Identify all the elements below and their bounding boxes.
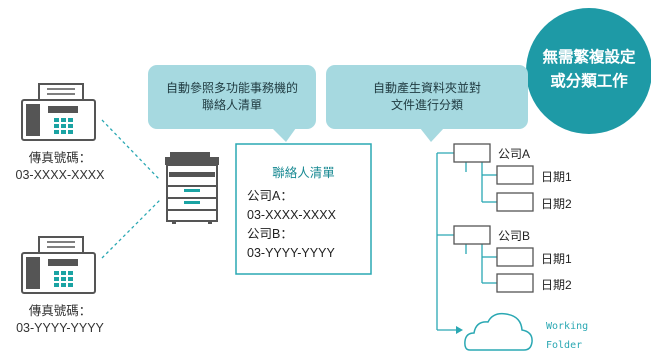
fax-machine-icon <box>21 83 96 141</box>
folder-icon <box>496 247 534 267</box>
folder-icon <box>453 143 491 163</box>
highlight-circle <box>526 8 651 134</box>
folder-icon <box>453 225 491 245</box>
fax-bottom-number: 03-YYYY-YYYY <box>16 321 104 335</box>
bubble-left-line1: 自動參照多功能事務機的 <box>165 81 298 95</box>
circle-line2: 或分類工作 <box>550 73 628 90</box>
folder-tree <box>436 152 497 331</box>
bubble-left-text: 自動參照多功能事務機的 聯絡人清單 <box>148 80 316 114</box>
contact-company-a: 公司A： <box>247 189 293 203</box>
contact-company-b: 公司B： <box>247 227 293 241</box>
bubble-right-line1: 自動產生資料夾並對 <box>372 81 481 95</box>
circle-line1: 無需繁複設定 <box>542 49 636 66</box>
cloud-label: Working Folder <box>546 317 588 355</box>
bubble-right <box>326 65 528 142</box>
folder-icon <box>496 273 534 293</box>
contact-card-body: 公司A： 03-XXXX-XXXX 公司B： 03-YYYY-YYYY <box>247 187 336 263</box>
folder-label-date-b1: 日期1 <box>541 252 572 266</box>
folder-label-date-a2: 日期2 <box>541 197 572 211</box>
folder-icon <box>496 165 534 185</box>
folder-icon <box>496 192 534 212</box>
fax-link-bottom <box>101 199 161 259</box>
cloud-icon <box>464 312 533 351</box>
arrow-head <box>456 326 463 334</box>
bubble-left-line2: 聯絡人清單 <box>201 98 262 112</box>
contact-card <box>235 143 372 275</box>
fax-bottom-label: 傳真號碼： 03-YYYY-YYYY <box>6 303 114 337</box>
multifunction-printer-icon <box>165 152 219 224</box>
folder-label-company-a: 公司A <box>498 147 531 161</box>
fax-link-top <box>101 119 161 181</box>
cloud-label-line1: Working <box>546 321 589 332</box>
fax-bottom-label-title: 傳真號碼： <box>28 304 92 318</box>
contact-number-a: 03-XXXX-XXXX <box>247 208 336 222</box>
contact-number-b: 03-YYYY-YYYY <box>247 246 335 260</box>
fax-top-label: 傳真號碼： 03-XXXX-XXXX <box>6 150 114 184</box>
folder-label-date-b2: 日期2 <box>541 278 572 292</box>
bubble-right-text: 自動產生資料夾並對 文件進行分類 <box>326 80 528 114</box>
circle-text: 無需繁複設定 或分類工作 <box>526 46 651 94</box>
contact-card-title: 聯絡人清單 <box>272 166 335 180</box>
bubble-left <box>148 65 316 142</box>
fax-top-number: 03-XXXX-XXXX <box>15 168 105 182</box>
folder-label-date-a1: 日期1 <box>541 170 572 184</box>
cloud-label-line2: Folder <box>546 340 583 351</box>
fax-top-label-title: 傳真號碼： <box>28 151 92 165</box>
fax-machine-icon <box>21 236 96 294</box>
folder-label-company-b: 公司B <box>498 229 531 243</box>
bubble-right-line2: 文件進行分類 <box>390 98 463 112</box>
